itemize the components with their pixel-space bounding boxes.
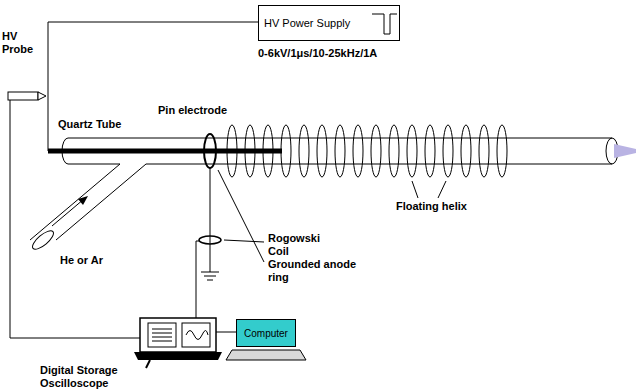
scope-foot	[146, 360, 150, 368]
node-text: Computer	[244, 328, 288, 339]
scope-screen	[182, 323, 210, 347]
part-label: Grounded anode ring	[268, 258, 364, 284]
rogowski-coil	[199, 236, 221, 244]
supply-spec: 0-6kV/1μs/10-25kHz/1A	[258, 47, 428, 60]
gas-arrowhead	[78, 196, 88, 205]
inlet-wall	[56, 164, 146, 240]
scope-panel-lines	[152, 329, 172, 341]
node-text: HV Power Supply	[264, 17, 350, 29]
scope-panel	[148, 323, 176, 347]
tube-wall	[68, 138, 612, 139]
inlet-wall	[30, 164, 120, 240]
floating-helix	[227, 125, 507, 177]
tube-wall	[68, 164, 120, 165]
part-label: Quartz Tube	[58, 118, 138, 131]
inlet-end	[30, 228, 56, 252]
probe-body	[8, 92, 38, 100]
ground-symbol	[201, 272, 219, 273]
leader-line	[412, 181, 418, 198]
anode-ring	[204, 134, 216, 168]
ground-symbol	[207, 280, 213, 281]
leader-line	[438, 181, 446, 198]
power-supply-box: HV Power Supply	[258, 5, 400, 41]
plasma-plume	[614, 144, 636, 158]
leader-line	[218, 170, 264, 262]
probe-tip	[38, 92, 46, 100]
part-label: Pin electrode	[158, 104, 248, 117]
instrument-label: Digital Storage Oscilloscope	[40, 364, 136, 390]
computer-box: Computer	[236, 319, 296, 347]
ground-wire	[210, 168, 211, 272]
gas-arrow	[52, 199, 84, 226]
part-label: Rogowski Coil	[268, 232, 330, 258]
ground-symbol	[204, 276, 216, 277]
pulse-symbol	[372, 14, 397, 34]
data-cable	[216, 332, 236, 333]
gas-label: He or Ar	[60, 254, 120, 267]
keyboard	[226, 350, 306, 360]
hv-wire	[48, 22, 258, 151]
pin-electrode	[48, 149, 282, 154]
probe-label: HV Probe	[2, 30, 40, 56]
probe-cable	[10, 100, 140, 338]
leader-line	[224, 240, 264, 242]
part-label: Floating helix	[396, 200, 496, 213]
oscilloscope	[140, 318, 216, 352]
sine-trace	[186, 331, 208, 340]
tube-wall	[146, 164, 612, 165]
coil-lead	[196, 241, 199, 318]
scope-base	[134, 352, 222, 360]
